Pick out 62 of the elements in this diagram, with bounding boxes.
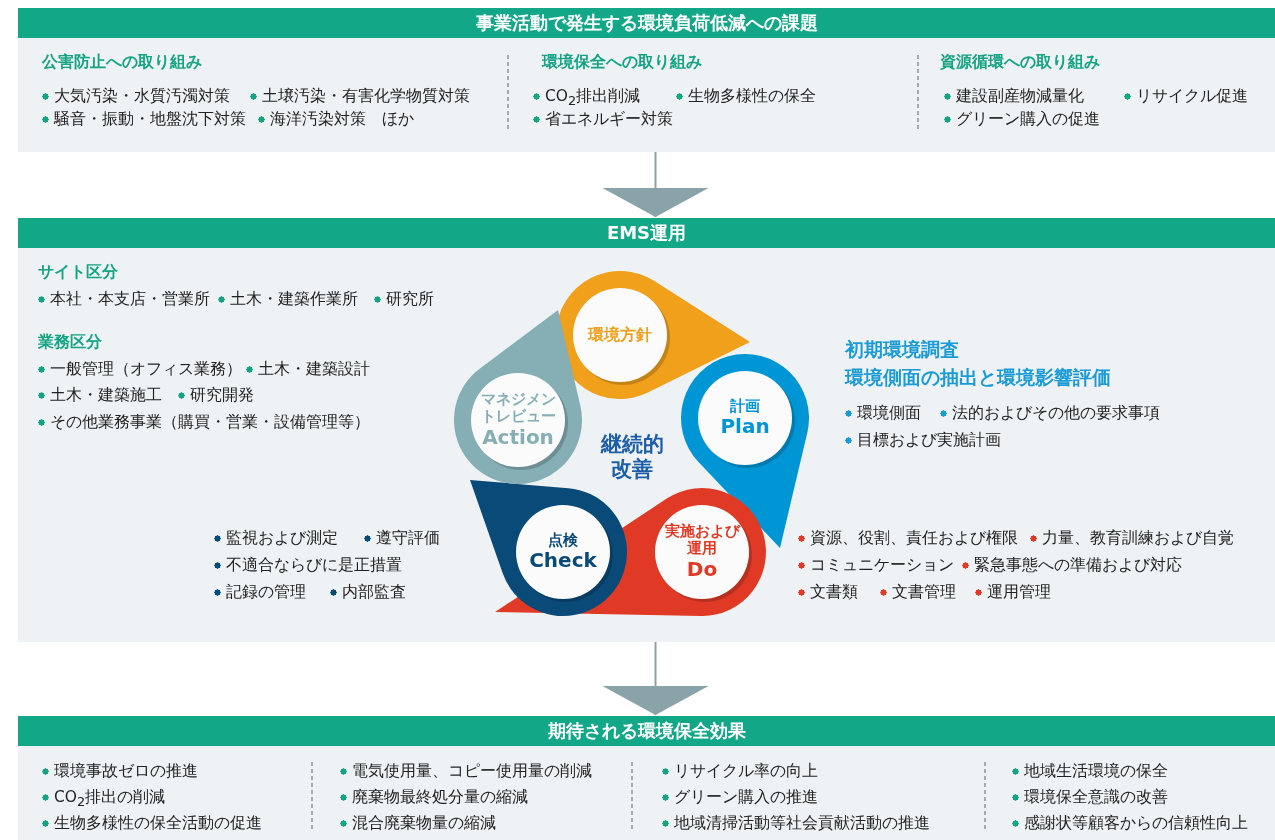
step-title: マネジメントレビュー Action bbox=[479, 391, 557, 449]
list-item: 海洋汚染対策 ほか bbox=[258, 109, 414, 129]
list-item: 文書管理 bbox=[880, 582, 956, 602]
list-item: 研究所 bbox=[374, 289, 434, 309]
list-item: 緊急事態への準備および対応 bbox=[962, 555, 1182, 575]
list-item: 法的およびその他の要求事項 bbox=[940, 403, 1160, 423]
list-item: 運用管理 bbox=[975, 582, 1051, 602]
list-item: 感謝状等顧客からの信頼性向上 bbox=[1012, 813, 1248, 833]
section-header: 事業活動で発生する環境負荷低減への課題 bbox=[18, 8, 1275, 38]
list-item: 大気汚染・水質汚濁対策 bbox=[42, 86, 230, 106]
section-header: EMS運用 bbox=[18, 218, 1275, 248]
section-panel bbox=[18, 218, 1275, 642]
list-item: 環境保全意識の改善 bbox=[1012, 787, 1168, 807]
section-panel bbox=[18, 8, 1275, 152]
list-item: 生物多様性の保全活動の促進 bbox=[42, 813, 262, 833]
step-title: 計画 Plan bbox=[719, 398, 771, 439]
list-item: 騒音・振動・地盤沈下対策 bbox=[42, 109, 246, 129]
section-heading: サイト区分 bbox=[38, 262, 118, 282]
section-header: 期待される環境保全効果 bbox=[18, 716, 1275, 746]
step-title: 点検 Check bbox=[528, 532, 598, 573]
list-item: 力量、教育訓練および自覚 bbox=[1030, 528, 1234, 548]
section-heading: 環境保全への取り組み bbox=[542, 52, 702, 72]
center-label: 継続的改善 bbox=[599, 432, 665, 482]
list-item: 土木・建築施工 bbox=[38, 385, 162, 405]
list-item: 地域清掃活動等社会貢献活動の推進 bbox=[662, 813, 930, 833]
list-item: 土木・建築設計 bbox=[246, 359, 370, 379]
list-item: 環境側面 bbox=[845, 403, 921, 423]
list-item: 電気使用量、コピー使用量の削減 bbox=[340, 761, 592, 781]
section-heading: 資源循環への取り組み bbox=[940, 52, 1100, 72]
list-item: 省エネルギー対策 bbox=[533, 109, 673, 129]
list-item: 建設副産物減量化 bbox=[944, 86, 1084, 106]
list-item: 土木・建築作業所 bbox=[218, 289, 358, 309]
list-item: 遵守評価 bbox=[364, 528, 440, 548]
list-item: 監視および測定 bbox=[214, 528, 338, 548]
list-item: グリーン購入の推進 bbox=[662, 787, 818, 807]
section-panel bbox=[18, 716, 1275, 840]
list-item: 土壌汚染・有害化学物質対策 bbox=[250, 86, 470, 106]
list-item: 混合廃棄物量の縮減 bbox=[340, 813, 496, 833]
section-heading: 公害防止への取り組み bbox=[42, 52, 202, 72]
step-title: 実施および運用 Do bbox=[663, 523, 742, 581]
list-item: 本社・本支店・営業所 bbox=[38, 289, 210, 309]
list-item: 不適合ならびに是正措置 bbox=[214, 555, 402, 575]
list-item: リサイクル率の向上 bbox=[662, 761, 818, 781]
list-item: 地域生活環境の保全 bbox=[1012, 761, 1168, 781]
list-item: 記録の管理 bbox=[214, 582, 306, 602]
chevron-arrow bbox=[602, 151, 709, 218]
list-item: 目標および実施計画 bbox=[845, 430, 1001, 450]
list-item: コミュニケーション bbox=[798, 555, 954, 575]
section-heading: 初期環境調査 bbox=[845, 338, 959, 362]
list-item: 廃棄物最終処分量の縮減 bbox=[340, 787, 528, 807]
chevron-arrow bbox=[602, 641, 709, 716]
list-item: 環境事故ゼロの推進 bbox=[42, 761, 198, 781]
step-title: 環境方針 bbox=[586, 326, 653, 345]
list-item: 研究開発 bbox=[178, 385, 254, 405]
section-heading: 業務区分 bbox=[38, 332, 102, 352]
list-item: 内部監査 bbox=[330, 582, 406, 602]
list-item: 資源、役割、責任および権限 bbox=[798, 528, 1018, 548]
section-heading: 環境側面の抽出と環境影響評価 bbox=[845, 366, 1111, 390]
list-item: グリーン購入の促進 bbox=[944, 109, 1100, 129]
list-item: リサイクル促進 bbox=[1124, 86, 1248, 106]
list-item: 生物多様性の保全 bbox=[676, 86, 816, 106]
list-item: 文書類 bbox=[798, 582, 858, 602]
